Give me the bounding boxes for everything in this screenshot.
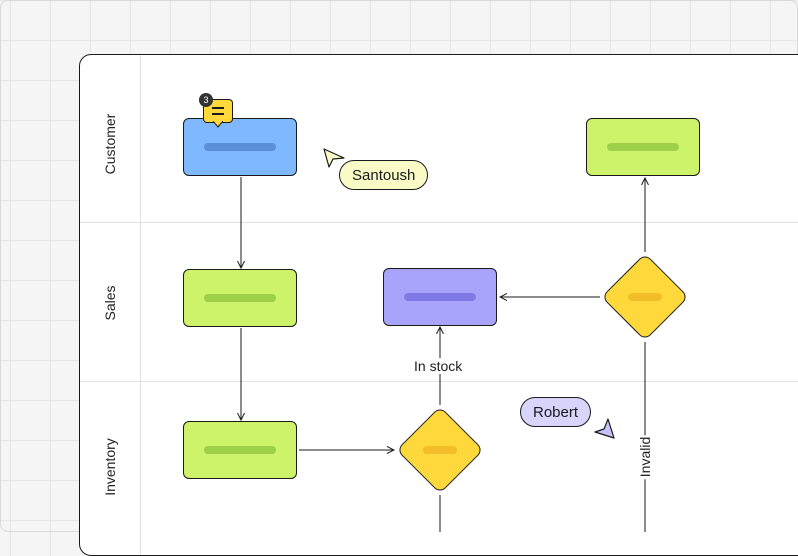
lane-divider	[80, 222, 798, 223]
collaborator-tag-robert: Robert	[520, 397, 592, 427]
node-placeholder-text	[404, 293, 476, 301]
lane-divider	[80, 381, 798, 382]
lane-label-sales: Sales	[102, 285, 118, 321]
collaborator-tag-santoush: Santoush	[339, 160, 429, 190]
lane-label-customer: Customer	[102, 113, 118, 175]
cursor-arrow-icon	[323, 148, 345, 168]
sales-available-node[interactable]	[383, 268, 497, 326]
node-placeholder-text	[204, 446, 276, 454]
decision-placeholder-text	[628, 293, 662, 301]
inventory-node[interactable]	[183, 421, 297, 479]
lane-label-inventory: Inventory	[102, 438, 118, 496]
cursor-arrow-icon	[594, 418, 615, 439]
comment-count-badge: 3	[199, 93, 213, 107]
node-placeholder-text	[204, 294, 276, 302]
node-placeholder-text	[204, 143, 276, 151]
node-placeholder-text	[607, 143, 679, 151]
edge-label-invalid: Invalid	[637, 434, 653, 480]
customer-result-node[interactable]	[586, 118, 700, 176]
sales-node[interactable]	[183, 269, 297, 327]
lane-header-column	[80, 55, 141, 555]
edge-label-in-stock: In stock	[412, 358, 465, 374]
decision-placeholder-text	[423, 446, 457, 454]
customer-request-node[interactable]	[183, 118, 297, 176]
